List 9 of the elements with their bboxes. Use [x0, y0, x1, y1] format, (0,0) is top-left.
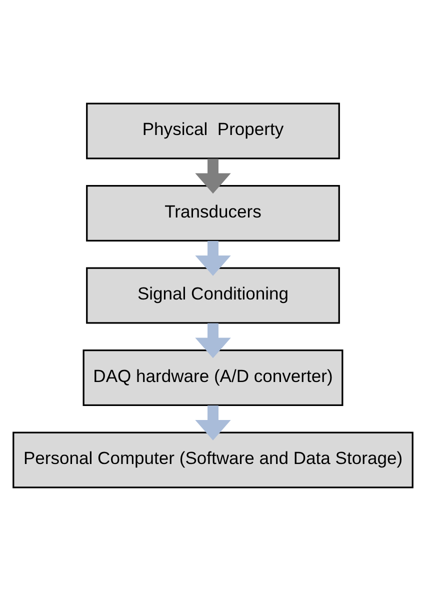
node-box: DAQ hardware (A/D converter)	[82, 350, 343, 406]
node-box: Personal Computer (Software and Data Storage)	[12, 432, 413, 488]
node-box: Physical Property	[86, 102, 340, 160]
node-box: Transducers	[86, 185, 340, 242]
arrow	[194, 241, 230, 276]
arrow	[194, 323, 230, 358]
arrow	[194, 406, 230, 440]
node-box: Signal Conditioning	[86, 267, 340, 324]
arrow	[194, 158, 230, 194]
